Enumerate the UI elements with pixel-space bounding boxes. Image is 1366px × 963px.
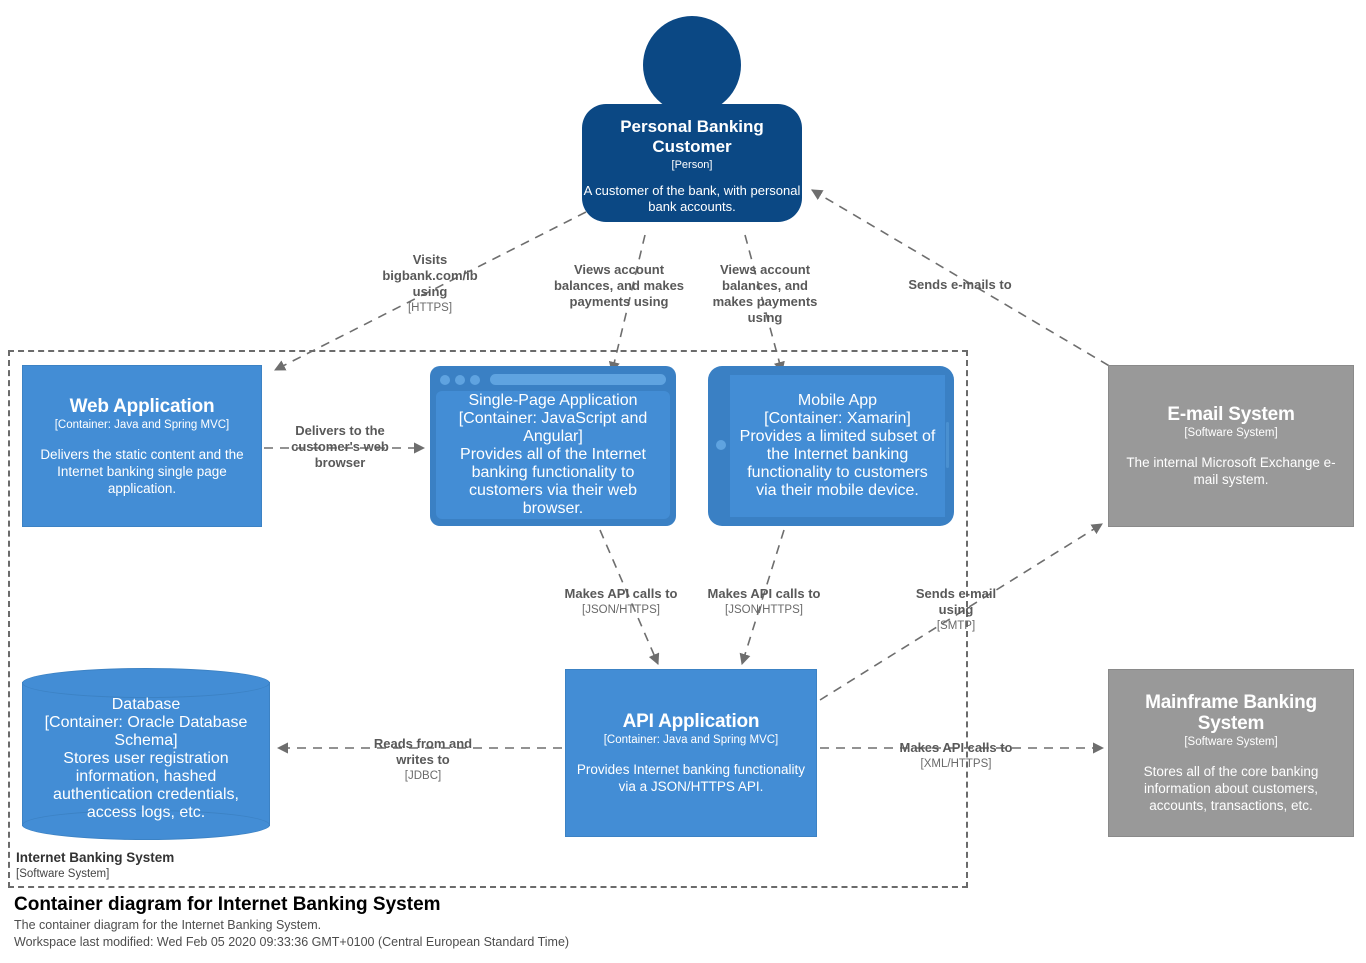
node-name: Mainframe Banking System <box>1145 692 1317 734</box>
browser-screen: Single-Page Application [Container: Java… <box>436 391 670 519</box>
node-web-application[interactable]: Web Application [Container: Java and Spr… <box>22 365 262 527</box>
node-description: Provides Internet banking functionality … <box>576 762 806 794</box>
node-type: [Container: Java and Spring MVC] <box>54 418 230 431</box>
node-name: Single-Page Application <box>468 392 638 409</box>
edge-label-mobile-to-api: Makes API calls to [JSON/HTTPS] <box>707 586 821 616</box>
edge-label-customer-uses-mobile: Views account balances, and makes paymen… <box>712 262 818 325</box>
browser-dot-icon <box>470 374 480 385</box>
edge-label-customer-uses-spa: Views account balances, and makes paymen… <box>553 262 685 309</box>
browser-dot-icon <box>455 374 465 385</box>
node-type: [Container: Oracle Database Schema] <box>44 714 248 749</box>
browser-address-bar <box>490 374 666 385</box>
person-head-icon <box>643 16 741 114</box>
node-name: Web Application <box>69 395 215 417</box>
node-mainframe-banking-system[interactable]: Mainframe Banking System [Software Syste… <box>1108 669 1354 837</box>
database-text: Database [Container: Oracle Database Sch… <box>22 694 270 824</box>
node-description: Provides all of the Internet banking fun… <box>460 446 646 517</box>
node-name: Personal Banking Customer <box>620 117 764 156</box>
mobile-camera-icon <box>716 440 726 450</box>
edge-label-api-to-email: Sends e-mail using [SMTP] <box>915 586 997 632</box>
boundary-label: Internet Banking System [Software System… <box>16 850 174 882</box>
node-personal-banking-customer[interactable]: Personal Banking Customer [Person] A cus… <box>582 16 802 234</box>
edge-label-api-to-mainframe: Makes API calls to [XML/HTTPS] <box>899 740 1013 770</box>
node-description: The internal Microsoft Exchange e-mail s… <box>1126 455 1336 487</box>
node-type: [Software System] <box>1184 427 1278 439</box>
node-type: [Software System] <box>1184 736 1278 748</box>
node-description: Stores user registration information, ha… <box>53 750 239 821</box>
database-cylinder-bottom <box>22 810 270 840</box>
edge-label-email-sends-to-customer: Sends e-mails to <box>908 277 1012 292</box>
boundary-name: Internet Banking System <box>16 850 175 865</box>
diagram-footer: Container diagram for Internet Banking S… <box>14 893 1014 951</box>
node-description: Delivers the static content and the Inte… <box>40 446 244 496</box>
node-name: Mobile App <box>797 392 878 409</box>
diagram-last-modified: Workspace last modified: Wed Feb 05 2020… <box>14 935 570 949</box>
diagram-description: The container diagram for the Internet B… <box>14 918 322 932</box>
mobile-speaker-icon <box>946 422 949 468</box>
node-single-page-application[interactable]: Single-Page Application [Container: Java… <box>430 366 676 526</box>
edge-label-visits-web-app: Visits bigbank.com/ib using [HTTPS] <box>382 252 478 314</box>
node-email-system[interactable]: E-mail System [Software System] The inte… <box>1108 365 1354 527</box>
node-type: [Container: JavaScript and Angular] <box>458 410 648 445</box>
node-name: Database <box>111 696 181 713</box>
browser-chrome-icon <box>438 373 668 386</box>
node-type: [Person] <box>671 159 713 171</box>
edge-label-spa-to-api: Makes API calls to [JSON/HTTPS] <box>564 586 678 616</box>
edge-label-web-delivers-spa: Delivers to the customer's web browser <box>291 423 389 470</box>
node-api-application[interactable]: API Application [Container: Java and Spr… <box>565 669 817 837</box>
node-name: API Application <box>622 711 760 732</box>
system-boundary <box>8 350 968 888</box>
node-type: [Container: Java and Spring MVC] <box>603 734 779 746</box>
node-description: Stores all of the core banking informati… <box>1143 764 1319 813</box>
browser-dot-icon <box>440 374 450 385</box>
node-type: [Container: Xamarin] <box>764 410 911 427</box>
node-mobile-app[interactable]: Mobile App [Container: Xamarin] Provides… <box>708 366 954 526</box>
database-cylinder-top <box>22 668 270 698</box>
node-description: Provides a limited subset of the Interne… <box>739 428 936 499</box>
node-description: A customer of the bank, with personal ba… <box>583 183 801 214</box>
diagram-title: Container diagram for Internet Banking S… <box>14 894 441 915</box>
person-body: Personal Banking Customer [Person] A cus… <box>582 104 802 222</box>
node-database[interactable]: Database [Container: Oracle Database Sch… <box>22 668 270 840</box>
edge-label-api-to-database: Reads from and writes to [JDBC] <box>373 736 473 782</box>
node-name: E-mail System <box>1167 404 1295 425</box>
mobile-screen: Mobile App [Container: Xamarin] Provides… <box>730 375 945 517</box>
boundary-type: [Software System] <box>16 868 110 880</box>
database-cylinder-body <box>22 682 270 826</box>
